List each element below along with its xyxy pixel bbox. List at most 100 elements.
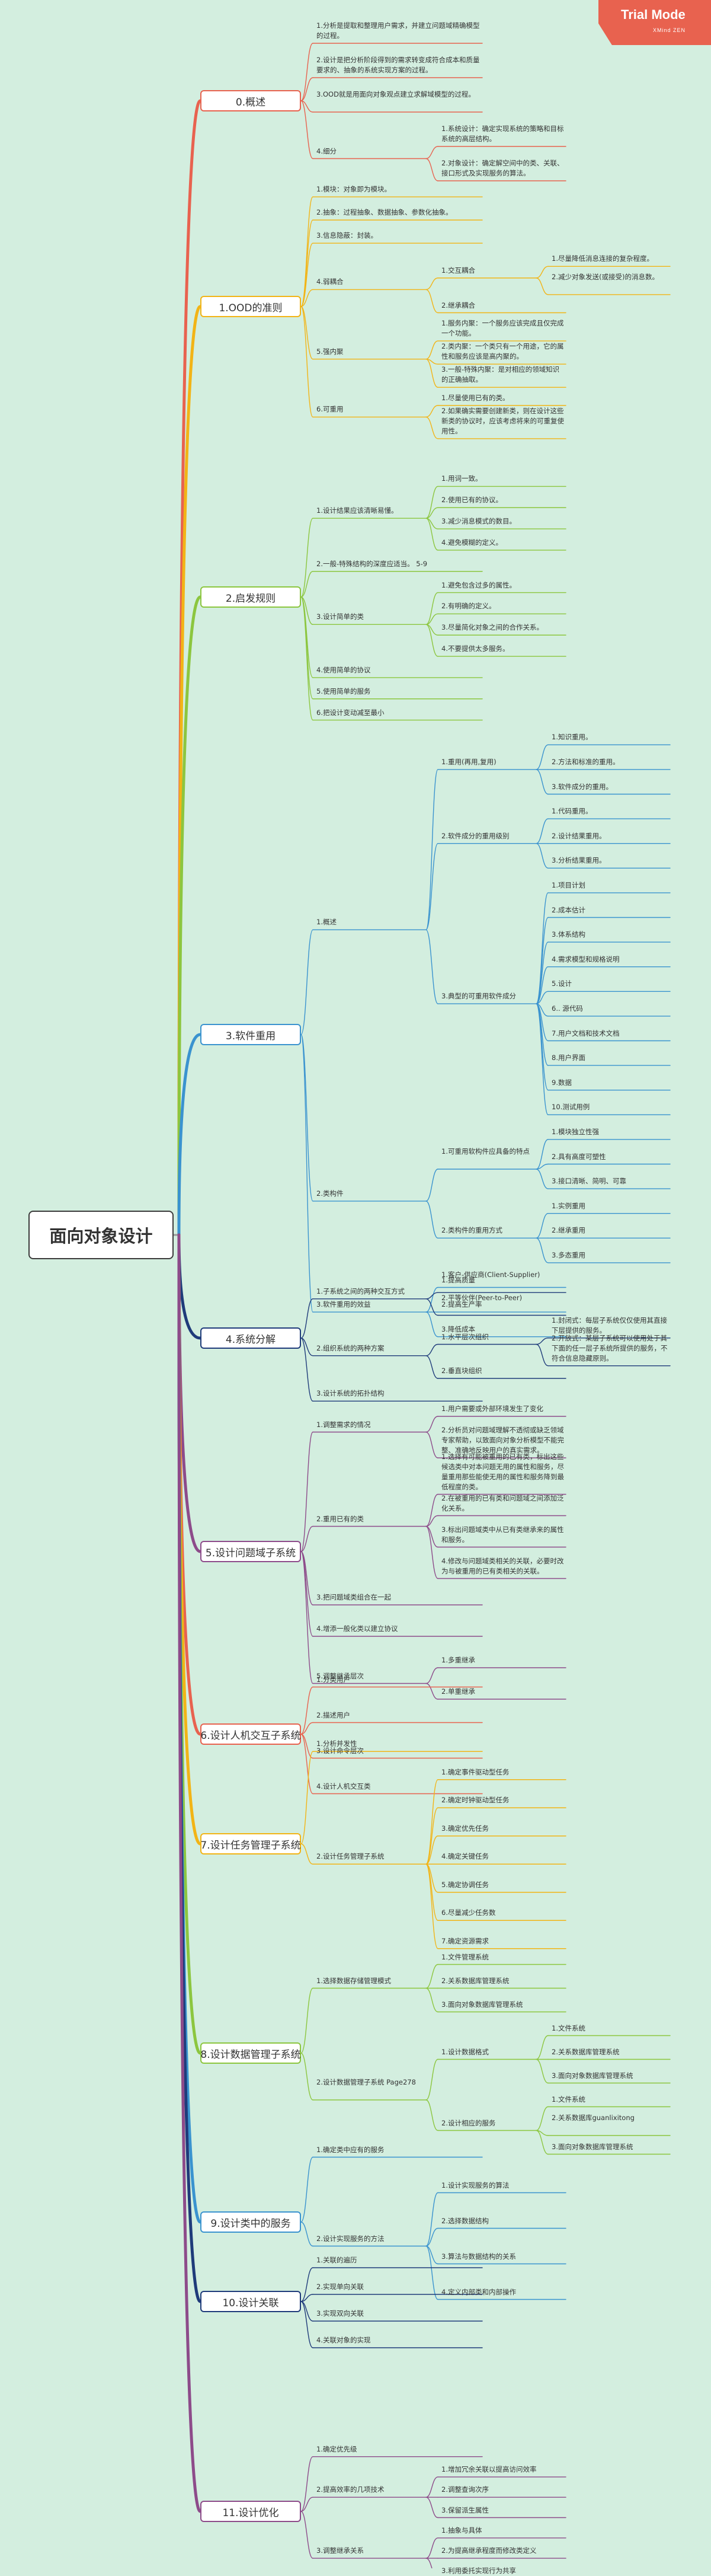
mind-map-node[interactable]: 2.分析员对问题域理解不透彻或缺乏领域专家帮助，以致面向对象分析模型不能完整、准…: [441, 1426, 564, 1454]
mind-map-node[interactable]: 2.设计是把分析阶段得到的需求转变成符合成本和质量要求的、抽象的系统实现方案的过…: [316, 56, 480, 74]
mind-map-node[interactable]: 2.减少对象发送(或接受)的消息数。: [552, 272, 659, 281]
mind-map-node[interactable]: 5.设计: [552, 979, 572, 988]
mind-map-node[interactable]: 1.选择数据存储管理模式: [316, 1976, 391, 1985]
mind-map-node[interactable]: 1.客户-供应商(Client-Supplier): [441, 1271, 540, 1279]
mind-map-node[interactable]: 4.增添一般化类以建立协议: [316, 1624, 398, 1633]
mind-map-node[interactable]: 4.细分: [316, 146, 337, 155]
mind-map-node[interactable]: 3.多态重用: [552, 1250, 585, 1259]
mind-map-node[interactable]: 2.确定时钟驱动型任务: [441, 1796, 510, 1805]
mind-map-node[interactable]: 3.把问题域类组合在一起: [316, 1593, 391, 1601]
mind-map-node[interactable]: 4.定义内部类和内部操作: [441, 2287, 516, 2296]
mind-map-node[interactable]: 3.一般-特殊内聚：是对相应的领域知识的正确抽取。: [441, 365, 560, 384]
mind-map-node[interactable]: 9.数据: [552, 1078, 572, 1087]
mind-map-node[interactable]: 6.可重用: [316, 405, 344, 414]
mind-map-node[interactable]: 2.关系数据库guanlixitong: [552, 2114, 635, 2122]
mind-map-node[interactable]: 1.分类用户: [316, 1675, 350, 1684]
mind-map-node[interactable]: 1.服务内聚：一个服务应该完成且仅完成一个功能。: [441, 319, 564, 338]
mind-map-node[interactable]: 1.知识重用。: [552, 733, 592, 742]
mind-map-node[interactable]: 1.子系统之间的两种交互方式: [316, 1287, 405, 1295]
mind-map-node[interactable]: 8.用户界面: [552, 1054, 585, 1062]
mind-map-node[interactable]: 1.用户需要或外部环境发生了变化: [441, 1404, 543, 1413]
mind-map-node[interactable]: 4.关联对象的实现: [316, 2336, 371, 2344]
mind-map-node[interactable]: 2.选择数据结构: [441, 2216, 489, 2225]
mind-map-node[interactable]: 7.用户文档和技术文档: [552, 1029, 620, 1038]
mind-map-node[interactable]: 1.模块独立性强: [552, 1127, 599, 1136]
mind-map-node[interactable]: 3.典型的可重用软件成分: [441, 992, 516, 1001]
mind-map-node[interactable]: 3.信息隐蔽：封装。: [316, 231, 377, 240]
mind-map-node[interactable]: 1.提高质量: [441, 1275, 475, 1284]
mind-map-node[interactable]: 2.描述用户: [316, 1710, 350, 1719]
mind-map-node[interactable]: 2.调整查询次序: [441, 2485, 489, 2494]
mind-map-node[interactable]: 2.开放式：某层子系统可以使用处于其下面的任一层子系统所提供的服务，不符合信息隐…: [552, 1333, 668, 1362]
mind-map-node[interactable]: 2.重用已有的类: [316, 1514, 364, 1523]
mind-map-node[interactable]: 1.确定类中应有的服务: [316, 2145, 385, 2154]
mind-map-node[interactable]: 2.有明确的定义。: [441, 602, 496, 611]
mind-map-node[interactable]: 2.软件成分的重用级别: [441, 831, 510, 840]
mind-map-node[interactable]: 1.封闭式：每层子系统仅仅使用其直接下层提供的服务。: [552, 1316, 667, 1335]
mind-map-node[interactable]: 3.OOD就是用面向对象观点建立求解域模型的过程。: [316, 90, 475, 98]
branch-topic[interactable]: 2.启发规则: [200, 586, 301, 608]
mind-map-node[interactable]: 1.尽量降低消息连接的复杂程度。: [552, 254, 654, 263]
mind-map-node[interactable]: 4.避免模糊的定义。: [441, 538, 502, 547]
mind-map-node[interactable]: 5.确定协调任务: [441, 1880, 489, 1889]
mind-map-node[interactable]: 1.文件系统: [552, 2095, 585, 2103]
mind-map-node[interactable]: 3.利用委托实现行为共享: [441, 2567, 516, 2575]
mind-map-node[interactable]: 5.调整继承层次: [316, 1671, 364, 1680]
mind-map-node[interactable]: 3.实现双向关联: [316, 2309, 364, 2318]
mind-map-node[interactable]: 3.设计命令层次: [316, 1746, 364, 1755]
branch-topic[interactable]: 1.OOD的准则: [200, 296, 301, 317]
mind-map-node[interactable]: 2.提高效率的几项技术: [316, 2485, 385, 2494]
mind-map-node[interactable]: 1.选择有可能被重用的已有类，标出这些候选类中对本问题无用的属性和服务，尽量重用…: [441, 1452, 564, 1491]
mind-map-node[interactable]: 1.实例重用: [552, 1201, 585, 1210]
mind-map-node[interactable]: 2.成本估计: [552, 905, 585, 914]
mind-map-node[interactable]: 6.把设计变动减至最小: [316, 708, 385, 717]
mind-map-node[interactable]: 1.确定优先级: [316, 2444, 357, 2453]
mind-map-node[interactable]: 6.尽量减少任务数: [441, 1908, 496, 1917]
mind-map-node[interactable]: 3.面向对象数据库管理系统: [552, 2142, 633, 2151]
mind-map-node[interactable]: 3.尽量简化对象之间的合作关系。: [441, 623, 543, 632]
mind-map-node[interactable]: 2.抽象：过程抽象、数据抽象、参数化抽象。: [316, 208, 453, 217]
mind-map-node[interactable]: 1.代码重用。: [552, 807, 592, 816]
branch-topic[interactable]: 4.系统分解: [200, 1327, 301, 1349]
branch-topic[interactable]: 5.设计问题域子系统: [200, 1541, 301, 1562]
mind-map-node[interactable]: 1.抽象与具体: [441, 2526, 482, 2534]
mind-map-node[interactable]: 1.水平层次组织: [441, 1332, 489, 1341]
mind-map-node[interactable]: 2.在被重用的已有类和问题域之间添加泛化关系。: [441, 1493, 564, 1512]
mind-map-node[interactable]: 4.设计人机交互类: [316, 1782, 371, 1790]
mind-map-node[interactable]: 2.类构件: [316, 1189, 344, 1198]
mind-map-node[interactable]: 2.单重继承: [441, 1687, 475, 1696]
branch-topic[interactable]: 0.概述: [200, 90, 301, 111]
mind-map-node[interactable]: 3.保留派生属性: [441, 2505, 489, 2514]
mind-map-node[interactable]: 1.文件管理系统: [441, 1952, 489, 1961]
branch-topic[interactable]: 7.设计任务管理子系统: [200, 1833, 301, 1854]
mind-map-node[interactable]: 1.重用(再用,复用): [441, 757, 497, 766]
mind-map-node[interactable]: 2.实现单向关联: [316, 2283, 364, 2291]
mind-map-node[interactable]: 2.提高生产率: [441, 1300, 482, 1309]
mind-map-node[interactable]: 2.设计结果重用。: [552, 831, 606, 840]
mind-map-node[interactable]: 1.尽量使用已有的类。: [441, 393, 510, 402]
mind-map-node[interactable]: 2.如果确实需要创建新类，则在设计这些新类的协议时，应该考虑将来的可重复使用性。: [441, 406, 564, 435]
mind-map-node[interactable]: 2.具有高度可塑性: [552, 1152, 606, 1161]
mind-map-node[interactable]: 3.算法与数据结构的关系: [441, 2252, 516, 2261]
mind-map-node[interactable]: 2.继承耦合: [441, 301, 475, 309]
mind-map-node[interactable]: 1.分析并发性: [316, 1739, 357, 1748]
mind-map-node[interactable]: 3.标出问题域类中从已有类继承来的属性和服务。: [441, 1525, 564, 1544]
mind-map-node[interactable]: 3.设计简单的类: [316, 612, 364, 621]
mind-map-node[interactable]: 2.垂直块组织: [441, 1367, 482, 1375]
mind-map-node[interactable]: 1.增加冗余关联以提高访问效率: [441, 2465, 537, 2473]
mind-map-node[interactable]: 1.避免包含过多的属性。: [441, 580, 516, 589]
mind-map-node[interactable]: 2.设计任务管理子系统: [316, 1852, 385, 1861]
mind-map-node[interactable]: 6.. 源代码: [552, 1004, 583, 1013]
mind-map-node[interactable]: 2.使用已有的协议。: [441, 496, 502, 505]
mind-map-node[interactable]: 1.系统设计：确定实现系统的策略和目标系统的高层结构。: [441, 125, 564, 143]
mind-map-node[interactable]: 1.用词一致。: [441, 474, 482, 483]
mind-map-node[interactable]: 3.确定优先任务: [441, 1824, 489, 1833]
mind-map-node[interactable]: 3.减少消息模式的数目。: [441, 517, 516, 526]
mind-map-node[interactable]: 3.调整继承关系: [316, 2546, 364, 2555]
mind-map-node[interactable]: 1.模块：对象即为模块。: [316, 185, 391, 194]
mind-map-node[interactable]: 2.设计相应的服务: [441, 2118, 496, 2127]
mind-map-node[interactable]: 2.平等伙伴(Peer-to-Peer): [441, 1293, 523, 1302]
mind-map-node[interactable]: 5.强内聚: [316, 347, 344, 356]
branch-topic[interactable]: 9.设计类中的服务: [200, 2211, 301, 2233]
mind-map-node[interactable]: 2.为提高继承程度而修改类定义: [441, 2546, 537, 2555]
